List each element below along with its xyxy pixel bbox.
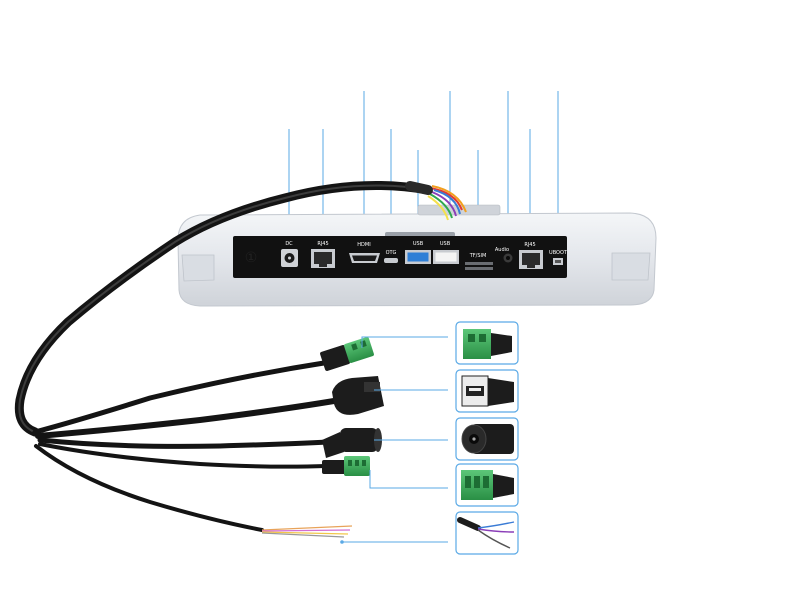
- main-cable: [14, 181, 433, 437]
- bare-wire-leads: [261, 525, 353, 538]
- otg-micro-usb-icon: [384, 258, 398, 263]
- terminal-2pin-connector: [320, 336, 374, 372]
- usb-female-connector: [332, 376, 384, 415]
- port-label-dc: DC: [285, 241, 293, 247]
- usb2-port-icon: [433, 250, 459, 264]
- bare-wire-leads-icon: [455, 511, 519, 555]
- connector-callout-lines: [340, 336, 448, 544]
- dc-barrel-jack-icon: [455, 417, 519, 461]
- usb-a-female-icon: [455, 369, 519, 413]
- breakout-cables: [32, 359, 343, 532]
- port-label-usb-2: USB: [440, 241, 451, 247]
- port-label-otg: OTG: [386, 250, 397, 256]
- port-label-rj45-2: RJ45: [524, 242, 535, 248]
- hdmi-port-icon: [349, 253, 380, 263]
- tf-sim-slot-icon: [465, 262, 493, 270]
- port-label-audio: Audio: [495, 247, 509, 253]
- uboot-button-icon: [553, 258, 563, 265]
- panel-index-mark: ①: [245, 250, 258, 266]
- port-labels: DC RJ45 HDMI OTG USB USB TF/SIM Audio RJ…: [285, 241, 568, 259]
- terminal-3pin-connector: [322, 456, 370, 476]
- port-label-tfsim: TF/SIM: [469, 253, 487, 259]
- port-label-hdmi: HDMI: [357, 242, 370, 248]
- ports: [281, 249, 563, 270]
- green-terminal-block-2pin-icon: [455, 321, 519, 365]
- usb3-port-icon: [405, 250, 431, 264]
- ribbon-wires: [427, 185, 467, 221]
- rj45-port-icon: [519, 250, 543, 269]
- dc-jack-icon: [281, 249, 298, 267]
- connector-thumbnails: [455, 321, 519, 555]
- port-label-rj45-1: RJ45: [317, 241, 328, 247]
- port-label-uboot: UBOOT: [549, 250, 568, 256]
- dc-jack-connector: [322, 428, 382, 458]
- green-terminal-block-3pin-icon: [455, 463, 519, 507]
- port-label-usb-1: USB: [413, 241, 424, 247]
- rj45-port-icon: [311, 249, 335, 268]
- audio-jack-icon: [503, 253, 513, 263]
